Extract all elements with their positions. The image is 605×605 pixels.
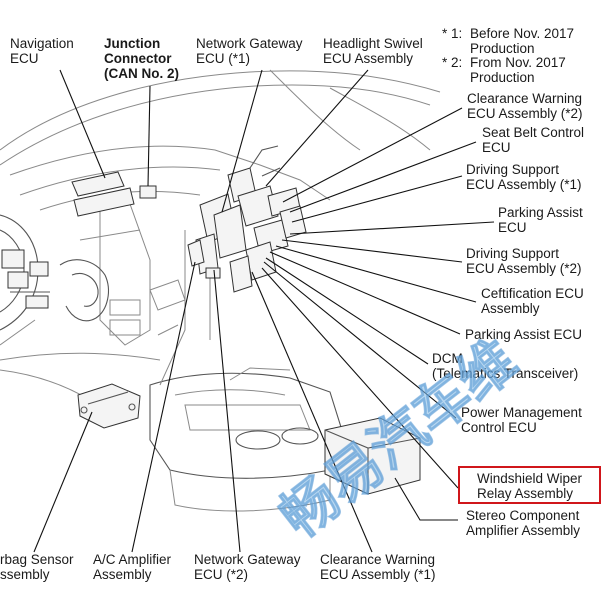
leader-headlight-swivel (265, 69, 369, 187)
navigation-unit (71, 171, 125, 197)
label-network-gateway-2-a: Network Gateway (194, 552, 301, 567)
label-dcm-a: DCM (432, 351, 463, 366)
junction-connector-part (139, 185, 157, 199)
label-junction-1: Junction (104, 36, 160, 51)
leader-stereo (394, 477, 458, 521)
label-dcm-b: (Telematics Transceiver) (432, 366, 578, 381)
labels: Navigation ECU Junction Connector (CAN N… (0, 36, 601, 582)
label-certification-b: Assembly (481, 301, 540, 316)
leader-power-management (263, 261, 457, 419)
label-certification-a: Ceftification ECU (481, 286, 584, 301)
label-windshield-wiper-b: Relay Assembly (477, 486, 573, 501)
label-power-management-b: Control ECU (461, 420, 537, 435)
label-stereo-b: Amplifier Assembly (466, 523, 580, 538)
leader-driving-support-2 (281, 239, 463, 263)
label-windshield-wiper-a: Windshield Wiper (477, 471, 583, 486)
label-seat-belt-b: ECU (482, 140, 511, 155)
leader-clearance-warning-1 (251, 271, 373, 553)
note-1-line-1: Before Nov. 2017 (470, 26, 574, 41)
leader-ac-amplifier (131, 261, 196, 553)
note-2-marker: * 2: (442, 55, 462, 70)
leader-navigation (59, 69, 106, 179)
label-network-gateway-1-b: ECU (*1) (196, 51, 250, 66)
label-seat-belt-a: Seat Belt Control (482, 125, 584, 140)
footnotes: * 1: Before Nov. 2017 Production * 2: Fr… (442, 26, 574, 85)
note-2-line-2: Production (470, 70, 535, 85)
leader-clearance-warning-2 (282, 107, 463, 203)
leader-junction (147, 85, 151, 187)
airbag-sensor-part (77, 383, 141, 429)
label-clearance-warning-1-b: ECU Assembly (*1) (320, 567, 436, 582)
leader-network-gateway-1 (221, 69, 263, 213)
note-1-line-2: Production (470, 41, 535, 56)
leader-certification (275, 245, 477, 303)
label-driving-support-1-a: Driving Support (466, 162, 559, 177)
leader-parking-assist-2 (269, 251, 461, 335)
label-headlight-swivel-a: Headlight Swivel (323, 36, 423, 51)
label-parking-assist-a: Parking Assist (498, 205, 583, 220)
leader-airbag (33, 411, 93, 553)
label-network-gateway-1-a: Network Gateway (196, 36, 303, 51)
label-airbag-a: rbag Sensor (0, 552, 74, 567)
leader-driving-support-1 (291, 175, 463, 223)
label-power-management-a: Power Management (461, 405, 582, 420)
label-ac-amplifier-b: Assembly (93, 567, 152, 582)
leader-seat-belt (289, 141, 477, 213)
leader-lines (33, 69, 495, 553)
note-1-marker: * 1: (442, 26, 462, 41)
label-headlight-swivel-b: ECU Assembly (323, 51, 413, 66)
label-junction-2: Connector (104, 51, 172, 66)
label-stereo-a: Stereo Component (466, 508, 580, 523)
leader-windshield-wiper (261, 267, 459, 489)
label-navigation-ecu-1: Navigation (10, 36, 74, 51)
label-network-gateway-2-b: ECU (*2) (194, 567, 248, 582)
label-driving-support-2-a: Driving Support (466, 246, 559, 261)
label-ac-amplifier-a: A/C Amplifier (93, 552, 172, 567)
windshield-wiper-highlight-box (458, 466, 601, 504)
leader-dcm (265, 257, 429, 365)
label-junction-3: (CAN No. 2) (104, 66, 179, 81)
label-clearance-warning-2-a: Clearance Warning (467, 91, 582, 106)
interior-sketch (0, 69, 441, 512)
ecu-cluster (139, 145, 307, 293)
leader-network-gateway-2 (213, 269, 241, 553)
left-cluster-modules (1, 249, 50, 309)
rear-box (324, 417, 421, 495)
label-clearance-warning-2-b: ECU Assembly (*2) (467, 106, 583, 121)
label-clearance-warning-1-a: Clearance Warning (320, 552, 435, 567)
label-driving-support-2-b: ECU Assembly (*2) (466, 261, 582, 276)
label-parking-assist-2: Parking Assist ECU (465, 327, 582, 342)
label-navigation-ecu-2: ECU (10, 51, 39, 66)
label-driving-support-1-b: ECU Assembly (*1) (466, 177, 582, 192)
label-airbag-b: ssembly (0, 567, 50, 582)
leader-parking-assist (289, 221, 495, 235)
label-parking-assist-b: ECU (498, 220, 527, 235)
note-2-line-1: From Nov. 2017 (470, 55, 566, 70)
